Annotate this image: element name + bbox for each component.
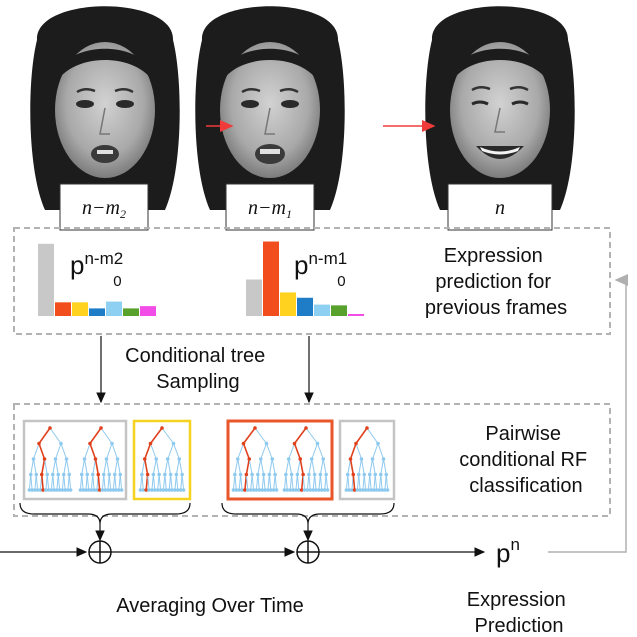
- output-text: Expression Prediction: [467, 589, 572, 637]
- histogram-bar: [331, 305, 347, 316]
- histogram-bar: [297, 297, 313, 316]
- histogram-bar: [246, 279, 262, 316]
- brace-left: [19, 502, 191, 525]
- averaging-text: Averaging Over Time: [116, 595, 304, 617]
- decision-trees: [27, 426, 390, 492]
- histogram-bar: [38, 243, 54, 316]
- feedback-arrow: [548, 274, 628, 553]
- svg-text:n: n: [495, 197, 505, 219]
- frame-label-sub: 2: [120, 207, 126, 221]
- histogram-bar: [280, 292, 296, 316]
- decision-tree: [138, 426, 186, 492]
- histogram-bar: [314, 304, 330, 316]
- frame-label-text: n: [495, 197, 505, 219]
- frame-label-box-3: n: [447, 183, 553, 231]
- histogram-frame-n-m1: [246, 241, 364, 316]
- forest-frame-gray-right: [338, 419, 396, 501]
- forest-frame-yellow: [132, 419, 192, 501]
- decision-tree: [344, 426, 390, 492]
- frame-label-box-2: n−m1: [225, 183, 315, 231]
- face-image-2: [195, 6, 345, 210]
- decision-tree: [282, 426, 330, 492]
- histogram-bar: [89, 308, 105, 316]
- histogram-bar: [348, 314, 364, 316]
- forest-frame-gray-left: [22, 419, 128, 501]
- output-prob-label: pn: [496, 535, 520, 568]
- expression-prediction-box: [13, 227, 611, 335]
- histogram-bar: [106, 301, 122, 316]
- face-image-3: [425, 6, 575, 210]
- sum-operator-left: [88, 540, 112, 564]
- histogram-bar: [123, 308, 139, 316]
- brace-right: [221, 502, 395, 525]
- histogram-frame-n-m2: [38, 243, 156, 316]
- expression-prediction-text: Expression prediction for previous frame…: [425, 245, 567, 319]
- frame-label-text: n−m: [82, 197, 120, 219]
- svg-text:n−m1: n−m1: [248, 197, 292, 221]
- conditional-sampling-text: Conditional tree Sampling: [125, 345, 271, 393]
- face-image-1: [30, 6, 180, 210]
- frame-label-box-1: n−m2: [59, 183, 149, 231]
- decision-tree: [231, 426, 279, 492]
- sum-operator-right: [296, 540, 320, 564]
- rf-classification-text: Pairwise conditional RF classification: [459, 423, 592, 497]
- histogram-bar: [55, 302, 71, 316]
- svg-text:n−m2: n−m2: [82, 197, 126, 221]
- forest-frame-orange: [226, 419, 334, 501]
- decision-tree: [78, 426, 124, 492]
- histogram-bar: [72, 302, 88, 316]
- histogram-bar: [263, 241, 279, 316]
- frame-label-sub: 1: [286, 207, 292, 221]
- frame-label-text: n−m: [248, 197, 286, 219]
- histogram-bar: [140, 306, 156, 316]
- decision-tree: [27, 426, 73, 492]
